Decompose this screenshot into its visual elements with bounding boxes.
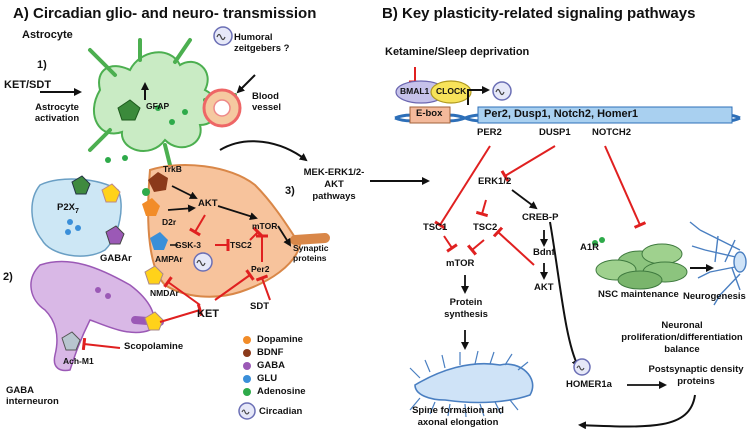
blood-vessel-label: Blood vessel [252, 91, 282, 113]
astro-activation-label: Astrocyte activation [34, 102, 80, 125]
gaba-interneuron-cell [30, 260, 164, 372]
pathway-label: MEK-ERK1/2-AKT pathways [303, 167, 365, 202]
sdt-label: SDT [250, 301, 269, 312]
trkb-receptor [148, 172, 168, 192]
spine-neuron [414, 362, 534, 404]
legend-circadian-icon [238, 402, 256, 420]
nmdar-receptor [144, 265, 164, 285]
gaba-interneuron-label: GABA interneuron [6, 385, 59, 408]
gabar-label: GABAr [100, 253, 132, 264]
gabar-receptor [105, 225, 125, 245]
tsc2-label-b: TSC2 [473, 222, 498, 233]
dusp1-label: DUSP1 [539, 127, 571, 138]
achm1-label: Ach-M1 [63, 356, 94, 366]
clock-blob [430, 80, 472, 104]
per2-label-a: Per2 [251, 264, 270, 274]
per2-label-b: PER2 [477, 127, 502, 138]
achm1-receptor [61, 331, 81, 351]
humoral-circadian-icon [213, 26, 233, 46]
gene-circadian-icon [492, 81, 512, 101]
ebox-box [409, 106, 451, 124]
a1r-dot [592, 240, 598, 246]
spine-formation-label: Spine formation and axonal elongation [412, 405, 504, 428]
panel-a-title: A) Circadian glio- and neuro- transmissi… [13, 5, 317, 22]
neurogenesis-label: Neurogenesis [683, 291, 746, 302]
panel-b-title: B) Key plasticity-related signaling path… [382, 5, 696, 22]
nsc-cluster [595, 243, 688, 290]
neurogenesis-neurons [689, 221, 747, 306]
akt-label-b: AKT [534, 282, 554, 293]
trkb-label: TrkB [163, 164, 182, 174]
step1-label: 1) [37, 59, 47, 71]
ampar-label: AMPAr [155, 254, 183, 264]
legend-dot [243, 362, 251, 370]
legend-label: BDNF [257, 347, 284, 358]
a1r-label: A1R [580, 242, 600, 253]
p2x7-yellow [101, 183, 121, 203]
step2-label: 2) [3, 271, 13, 283]
bmal1-label: BMAL1 [400, 86, 430, 96]
d2r-receptor [142, 198, 160, 216]
legend-label: GABA [257, 360, 285, 371]
legend-label: Adenosine [257, 386, 306, 397]
legend-dot [243, 349, 251, 357]
ket-sdt-label: KET/SDT [4, 79, 52, 91]
akt-label-a: AKT [198, 198, 218, 209]
p2x7-cell [31, 178, 122, 257]
gsk3-label: GSK-3 [175, 240, 201, 250]
mtor-label-a: mTOR [252, 221, 278, 231]
notch2-label: NOTCH2 [592, 127, 632, 138]
scopolamine-label: Scopolamine [124, 341, 184, 352]
d2r-bead [142, 188, 150, 196]
legend-circadian-label: Circadian [259, 406, 303, 417]
step3-label: 3) [285, 185, 295, 197]
legend-dot [243, 336, 251, 344]
humoral-arrow [236, 74, 256, 94]
legend-label: GLU [257, 373, 278, 384]
crebp-label: CREB-P [522, 212, 559, 223]
mtor-label-b: mTOR [446, 258, 475, 269]
d2r-label: D2r [162, 217, 177, 227]
tsc2-label-a: TSC2 [230, 240, 252, 250]
blood-vessel [202, 88, 242, 128]
pathway-curve-arrow [219, 140, 308, 162]
ket-label: KET [197, 308, 219, 320]
legend-dot [243, 375, 251, 383]
ketamine-label: Ketamine/Sleep deprivation [385, 46, 530, 58]
synaptic-proteins-label: Synaptic proteins [293, 243, 329, 264]
protein-synthesis-label: Protein synthesis [444, 297, 488, 320]
p2x7-receptor [71, 175, 91, 195]
legend-dot [243, 388, 251, 396]
neuron-circadian-icon [193, 252, 213, 272]
neuron-cell [147, 164, 330, 298]
erk-label: ERK1/2 [478, 176, 512, 187]
gfap-receptor [117, 99, 141, 121]
astrocyte-label: Astrocyte [22, 29, 73, 41]
humoral-label: Humoral zeitgebers ? [234, 32, 290, 55]
clock-label: CLOCK [436, 86, 467, 96]
homer1a-label: HOMER1a [566, 379, 612, 390]
nsc-label: NSC maintenance [598, 289, 679, 300]
legend-label: Dopamine [257, 334, 303, 345]
tsc1-label: TSC1 [423, 222, 448, 233]
ampar-receptor [150, 232, 168, 250]
gfap-label: GFAP [146, 101, 170, 111]
genes-box [477, 106, 733, 124]
nmdar-label: NMDAr [150, 288, 179, 298]
postsynaptic-label: Postsynaptic density proteins [648, 364, 744, 387]
neuronal-balance-label: Neuronal proliferation/differentiation b… [621, 320, 743, 355]
bdnf-label: Bdnf [533, 247, 555, 258]
gaba-yellow-receptor [144, 311, 164, 331]
p2x7-label: P2X7 [57, 202, 79, 215]
genes-label: Per2, Dusp1, Notch2, Homer1 [484, 108, 639, 120]
homer1a-circadian-icon [573, 358, 591, 376]
ebox-label: E-box [416, 108, 443, 119]
